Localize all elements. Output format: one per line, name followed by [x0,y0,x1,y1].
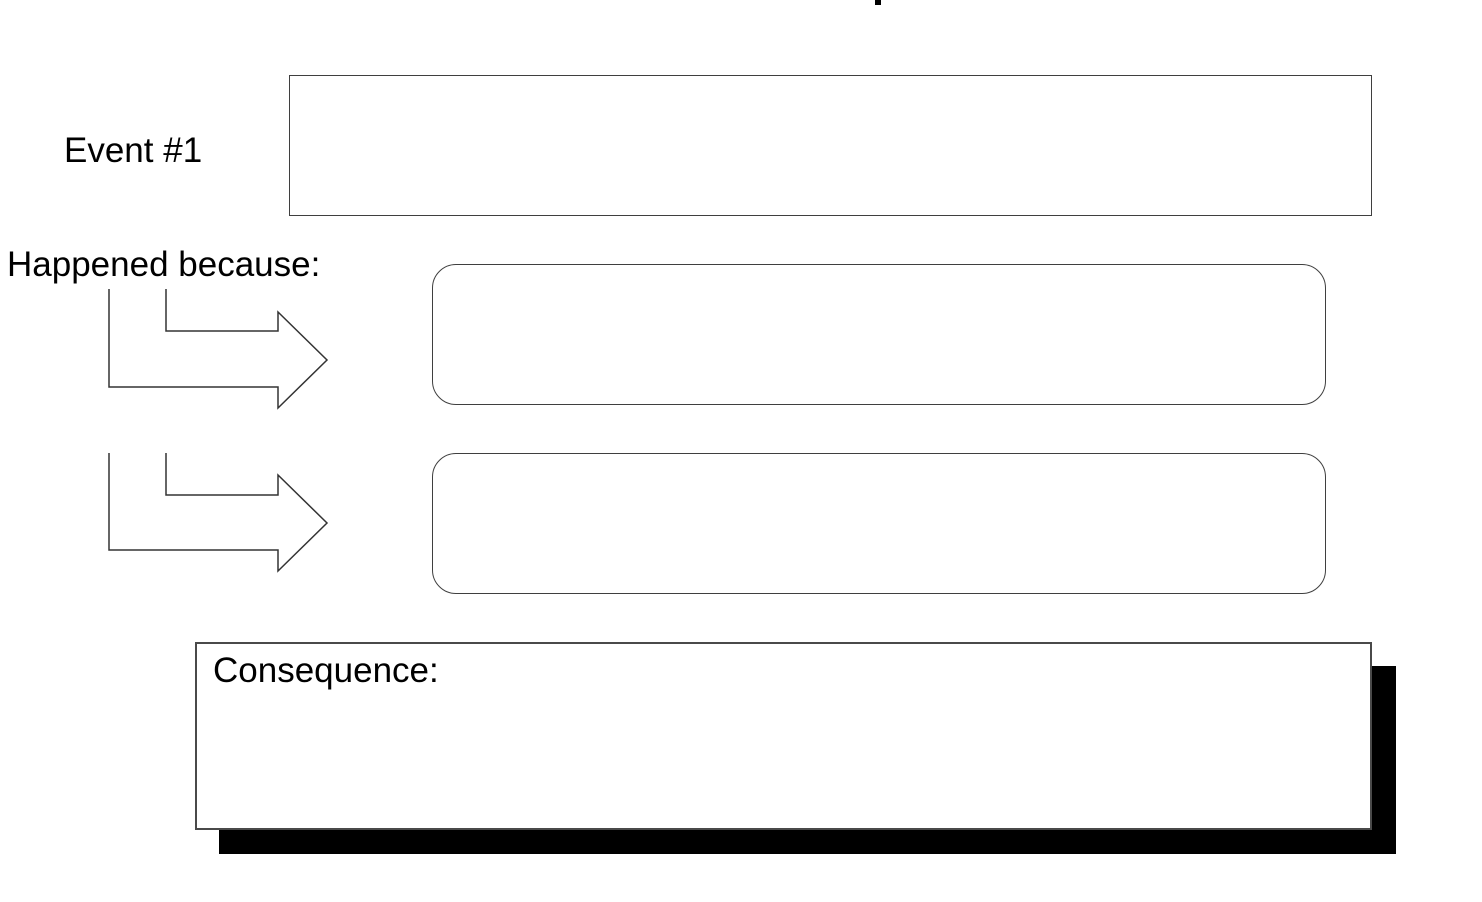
bent-right-arrow-icon [108,289,329,410]
cause-input-box-1[interactable] [432,264,1326,405]
event-label: Event #1 [64,131,203,170]
bent-right-arrow-icon [108,453,329,573]
event-box-value [290,76,1371,123]
consequence-box-value [197,688,1370,735]
cause-input-box-2[interactable] [432,453,1326,594]
consequence-input-box[interactable]: Consequence: [195,642,1372,830]
event-input-box[interactable] [289,75,1372,216]
happened-because-label: Happened because: [7,245,321,284]
consequence-label: Consequence: [213,651,439,690]
cause-box-2-value [433,454,1325,501]
cause-box-1-value [433,265,1325,312]
cropped-title-fragment [875,0,881,5]
